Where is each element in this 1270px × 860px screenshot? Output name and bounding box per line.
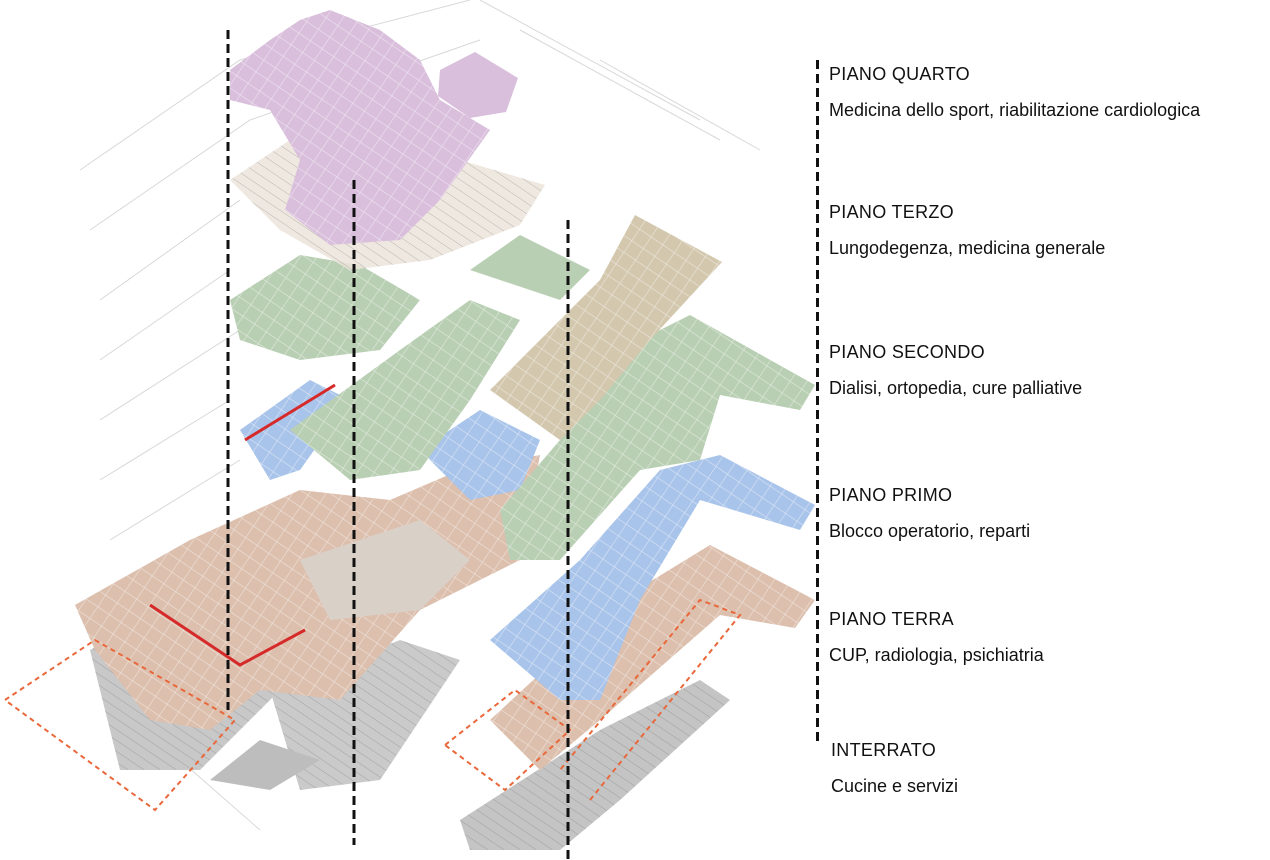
legend-dashed-rule — [816, 60, 819, 745]
floor-plan-piano-secondo — [230, 235, 815, 560]
section-lines — [226, 30, 570, 860]
floor-plan-piano-quarto — [230, 10, 518, 245]
site-outlines — [3, 598, 742, 812]
context-ghost-lines — [79, 0, 761, 831]
internal-route — [149, 383, 336, 667]
